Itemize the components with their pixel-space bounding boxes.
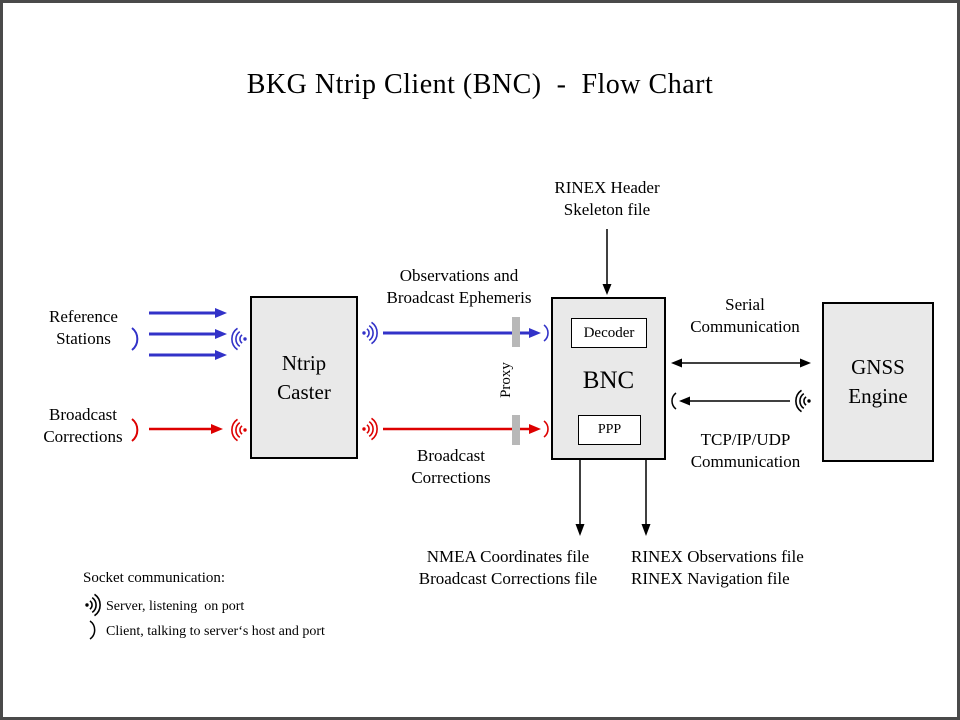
legend-heading: Socket communication: <box>83 570 226 586</box>
proxy-bar-top <box>512 317 520 347</box>
node-decoder-label: Decoder <box>583 324 635 341</box>
legend-client-entry: Client, talking to server‘s host and por… <box>106 624 325 639</box>
proxy-bar-bottom <box>512 415 520 445</box>
arrows-reference-to-caster <box>149 308 227 360</box>
node-bnc-label: BNC <box>582 367 635 394</box>
server-socket-icon-legend <box>84 593 101 617</box>
server-socket-icon-gnss <box>795 389 812 413</box>
server-socket-icon-caster-right-blue <box>361 321 378 345</box>
label-serial-communication: Serial Communication <box>690 295 800 336</box>
page-title: BKG Ntrip Client (BNC) - Flow Chart <box>246 69 714 100</box>
label-nmea-output-files: NMEA Coordinates file Broadcast Correcti… <box>418 547 598 588</box>
arrow-caster-to-bnc <box>383 328 541 338</box>
arrow-tcpip-to-bnc <box>679 396 790 406</box>
node-ntrip-caster-label: Ntrip Caster <box>277 350 331 404</box>
label-broadcast-corrections-left: Broadcast Corrections <box>43 405 123 446</box>
arrow-bnc-to-nmea-files <box>575 460 585 536</box>
arrow-corrections-to-caster <box>149 424 223 434</box>
server-socket-icon-caster-left-red <box>231 418 248 442</box>
arrow-skeleton-to-bnc <box>602 229 612 295</box>
client-socket-icon-legend <box>89 620 96 640</box>
client-socket-icon-bnc-tcpip <box>671 392 677 410</box>
arrow-caster-corrections-to-bnc <box>383 424 541 434</box>
server-socket-icon-caster-right-red <box>361 417 378 441</box>
label-reference-stations: Reference Stations <box>49 307 118 348</box>
node-gnss-engine-label: GNSS Engine <box>848 355 908 408</box>
client-socket-icon-bnc-red <box>543 420 549 438</box>
arrow-serial-communication <box>671 358 811 368</box>
label-proxy: Proxy <box>498 362 514 398</box>
client-socket-icon-bnc-blue <box>543 324 549 342</box>
node-ppp: PPP <box>578 415 641 445</box>
legend-server-entry: Server, listening on port <box>106 599 245 614</box>
label-rinex-output-files: RINEX Observations file RINEX Navigation… <box>631 547 804 588</box>
node-decoder: Decoder <box>571 318 647 348</box>
label-rinex-header-skeleton: RINEX Header Skeleton file <box>554 178 660 219</box>
label-observations-ephemeris: Observations and Broadcast Ephemeris <box>386 266 532 307</box>
label-tcpip-udp-communication: TCP/IP/UDP Communication <box>690 430 801 471</box>
node-ntrip-caster: Ntrip Caster <box>250 296 358 459</box>
arrow-bnc-to-rinex-files <box>641 460 651 536</box>
server-socket-icon-caster-left-blue <box>231 327 248 351</box>
node-gnss-engine: GNSS Engine <box>822 302 934 462</box>
label-broadcast-corrections-mid: Broadcast Corrections <box>411 446 491 487</box>
node-ppp-label: PPP <box>597 422 622 437</box>
